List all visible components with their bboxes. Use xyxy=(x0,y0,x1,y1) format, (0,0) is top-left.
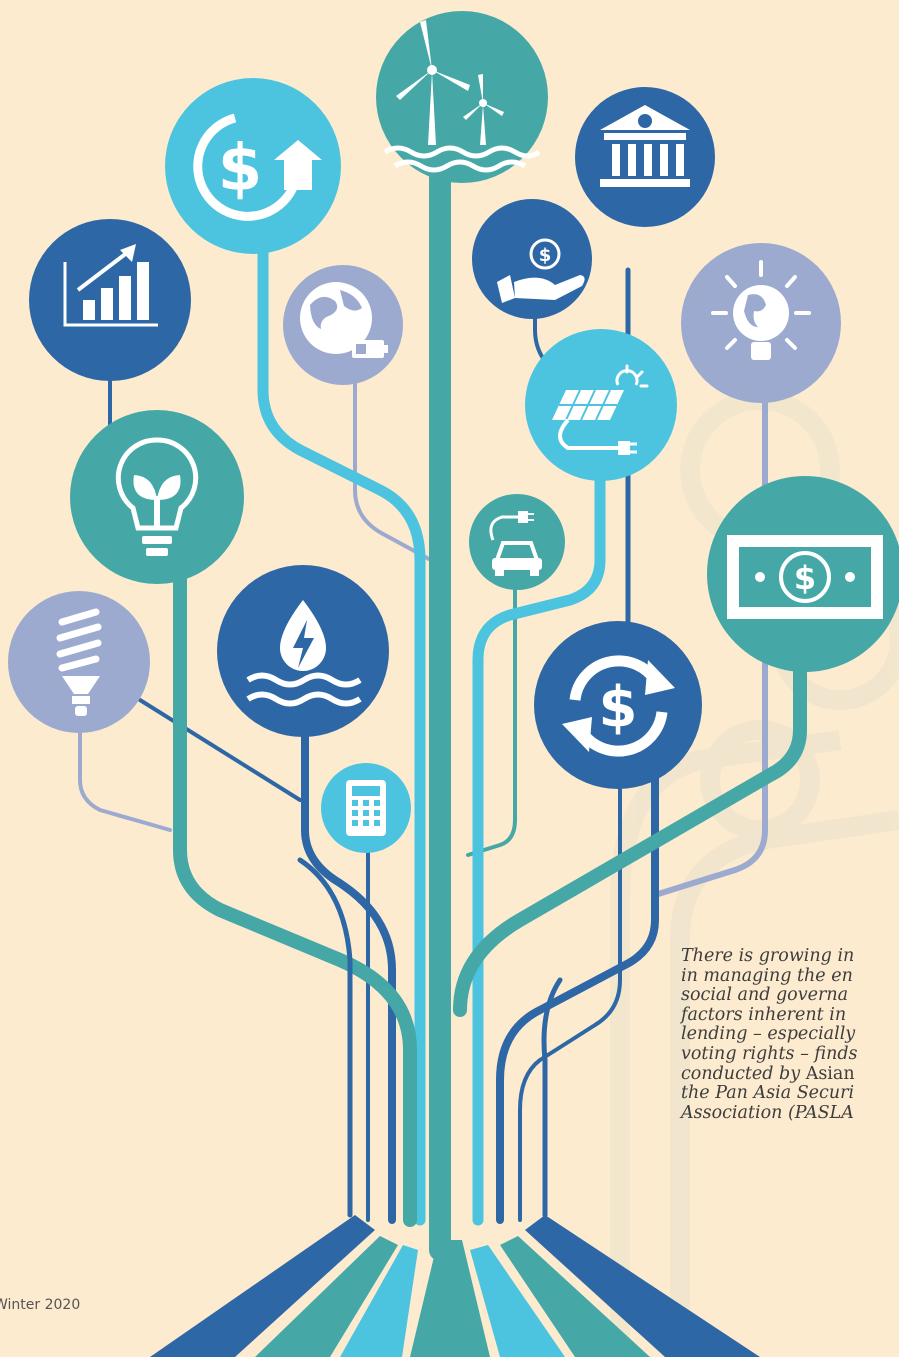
intro-line: social and governa xyxy=(681,985,849,1006)
solar-panel-icon xyxy=(552,364,649,455)
wind-turbine-icon xyxy=(383,20,541,173)
intro-source-name: Asian xyxy=(805,1063,855,1084)
dollar-cycle-bubble xyxy=(534,621,702,789)
bank-icon xyxy=(600,105,690,187)
intro-line: in managing the en xyxy=(681,965,853,986)
svg-text:$: $ xyxy=(218,132,263,206)
svg-text:$: $ xyxy=(539,245,552,266)
hand-coin-icon: $ xyxy=(497,238,585,303)
wind-turbine-bubble xyxy=(376,11,548,183)
intro-line: There is growing in xyxy=(681,946,855,966)
globe-battery-icon xyxy=(300,282,388,358)
intro-paragraph: There is growing in in managing the en s… xyxy=(681,946,899,1123)
water-drop-icon xyxy=(246,600,362,707)
intro-line: Association (PASLA xyxy=(681,1102,854,1123)
cfl-bulb-icon xyxy=(56,608,102,716)
banknote-icon: $ xyxy=(727,535,883,619)
intro-line: conducted by xyxy=(681,1063,806,1084)
globe-lightbulb-icon xyxy=(711,260,811,360)
electric-car-icon xyxy=(489,511,542,576)
issue-footer: Winter 2020 xyxy=(0,1297,81,1313)
svg-text:$: $ xyxy=(794,559,816,597)
dollar-growth-icon: $ xyxy=(193,113,322,221)
tree-roots xyxy=(150,1215,760,1357)
intro-line: lending – especially xyxy=(681,1024,856,1045)
intro-line: factors inherent in xyxy=(681,1004,847,1025)
tree-branches xyxy=(78,149,807,1261)
dollar-cycle-icon: $ xyxy=(562,655,675,757)
intro-line: the Pan Asia Securi xyxy=(681,1083,855,1104)
calculator-icon xyxy=(346,780,386,836)
plant-lightbulb-icon xyxy=(115,437,199,556)
svg-text:$: $ xyxy=(599,675,638,740)
dollar-growth-bubble xyxy=(165,78,341,254)
growth-chart-icon xyxy=(63,244,158,327)
intro-line: voting rights – finds xyxy=(681,1043,858,1064)
